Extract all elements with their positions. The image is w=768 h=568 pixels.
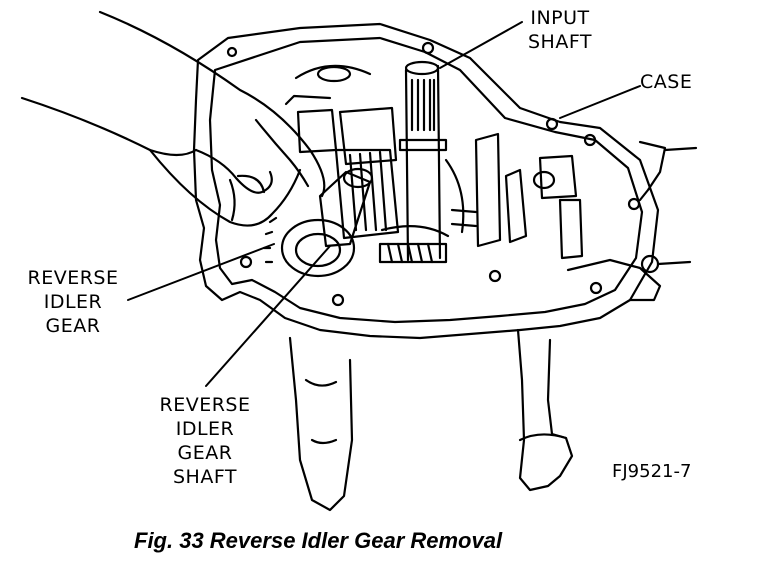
input-shaft [398, 60, 448, 262]
reverse-idler-gear-shaft-label: REVERSE IDLER GEAR SHAFT [159, 394, 251, 488]
transmission-case [192, 22, 660, 340]
reverse-idler-gear [262, 216, 356, 278]
hand [20, 10, 326, 227]
leader-lines [127, 21, 641, 387]
reverse-idler-gear-shaft [318, 167, 374, 248]
figure-reference-number: FJ9521-7 [612, 461, 692, 482]
input-shaft-label: INPUT SHAFT [527, 7, 593, 53]
case-label: CASE [640, 71, 693, 93]
extension-housing [288, 140, 698, 512]
gear-cluster [284, 94, 584, 264]
reverse-idler-gear-label: REVERSE IDLER GEAR [27, 267, 119, 337]
figure-caption: Fig. 33 Reverse Idler Gear Removal [134, 528, 503, 553]
